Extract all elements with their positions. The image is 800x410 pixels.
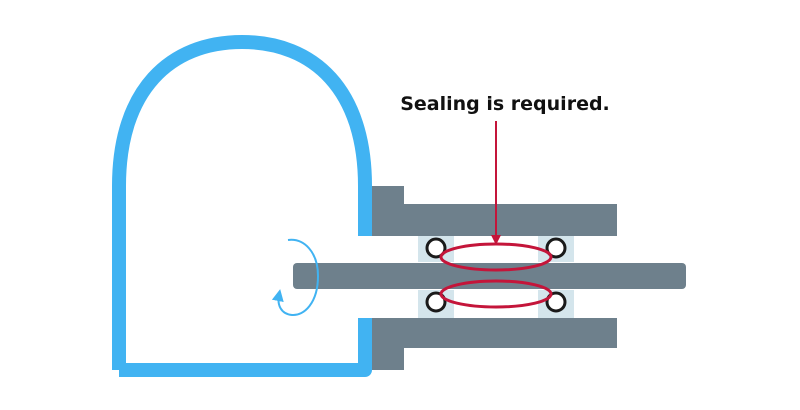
rotation-arrow-icon <box>271 238 320 317</box>
bearing-ball-lower-left <box>425 291 447 313</box>
vessel-chamber <box>112 35 372 377</box>
housing-upper <box>372 186 617 236</box>
bearing-ball-upper-left <box>425 237 447 259</box>
housing-lower <box>372 318 617 370</box>
sealing-callout-label: Sealing is required. <box>400 93 610 115</box>
bearing-ball-upper-right <box>545 237 567 259</box>
bearing-ball-lower-right <box>545 291 567 313</box>
shaft <box>293 263 686 289</box>
seal-highlight-lower <box>439 279 553 309</box>
